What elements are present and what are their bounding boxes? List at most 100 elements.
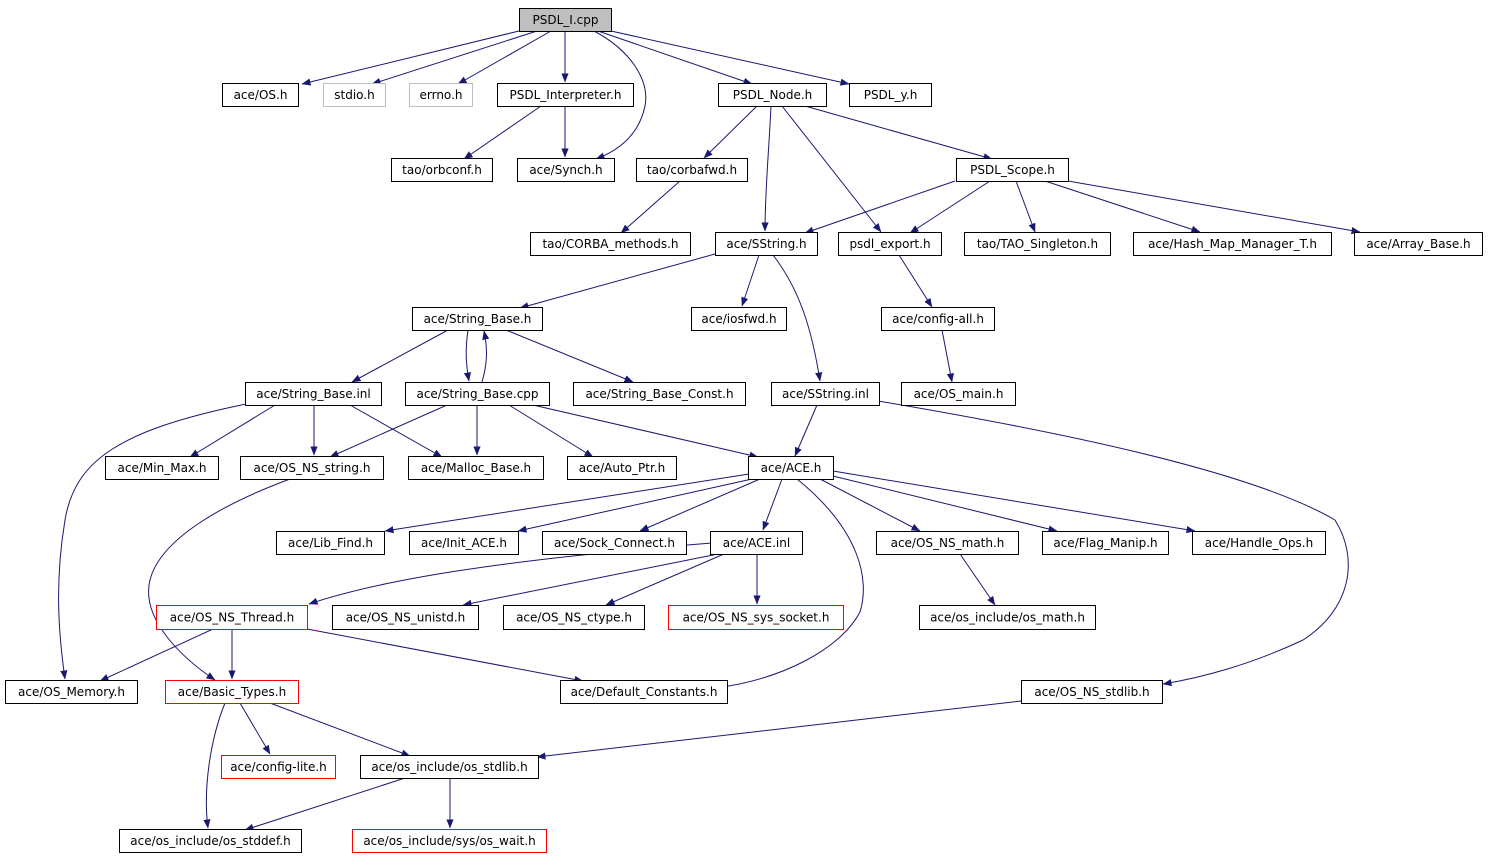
node-label: ace/Flag_Manip.h xyxy=(1053,536,1157,550)
node-label: ace/os_include/sys/os_wait.h xyxy=(363,834,535,848)
node-ace-malloc-base-h[interactable]: ace/Malloc_Base.h xyxy=(408,456,544,480)
node-ace-auto-ptr-h[interactable]: ace/Auto_Ptr.h xyxy=(567,456,677,480)
edge-ace_ace_inl-to-ace_os_ns_unistd_h xyxy=(462,553,719,607)
node-ace-hash-map-manager-t-h[interactable]: ace/Hash_Map_Manager_T.h xyxy=(1133,232,1332,256)
edge-ace_ace_h-to-ace_ace_inl xyxy=(762,478,783,531)
node-ace-os-ns-string-h[interactable]: ace/OS_NS_string.h xyxy=(240,456,384,480)
edge-psdl_scope_h-to-ace_array_base_h xyxy=(1067,180,1361,235)
node-ace-default-constants-h[interactable]: ace/Default_Constants.h xyxy=(560,680,728,704)
node-ace-string-base-cpp[interactable]: ace/String_Base.cpp xyxy=(405,382,550,406)
node-ace-os-ns-unistd-h[interactable]: ace/OS_NS_unistd.h xyxy=(332,605,479,630)
node-ace-os-memory-h[interactable]: ace/OS_Memory.h xyxy=(5,680,138,704)
node-label: ace/Basic_Types.h xyxy=(178,685,286,699)
edge-ace_sstring_h-to-ace_string_base_h xyxy=(519,253,716,310)
edge-ace_config_all_h-to-ace_os_main_h xyxy=(941,329,954,383)
node-tao-corbafwd-h[interactable]: tao/corbafwd.h xyxy=(636,158,748,182)
node-ace-flag-manip-h[interactable]: ace/Flag_Manip.h xyxy=(1042,531,1169,555)
node-ace-array-base-h[interactable]: ace/Array_Base.h xyxy=(1354,232,1483,256)
node-ace-min-max-h[interactable]: ace/Min_Max.h xyxy=(105,456,219,480)
node-ace-iosfwd-h[interactable]: ace/iosfwd.h xyxy=(691,307,787,331)
node-ace-os-ns-ctype-h[interactable]: ace/OS_NS_ctype.h xyxy=(503,605,645,630)
node-box xyxy=(412,307,543,331)
node-tao-orbconf-h[interactable]: tao/orbconf.h xyxy=(391,158,493,182)
node-label: ace/OS_Memory.h xyxy=(18,685,125,699)
edge-ace_basic_types_h-to-ace_config_lite_h xyxy=(239,702,271,755)
node-label: psdl_export.h xyxy=(849,237,930,251)
node-ace-os-include-os-stdlib-h[interactable]: ace/os_include/os_stdlib.h xyxy=(360,755,539,779)
node-box xyxy=(573,382,746,406)
node-box xyxy=(1133,232,1332,256)
node-ace-sock-connect-h[interactable]: ace/Sock_Connect.h xyxy=(542,531,687,555)
node-box xyxy=(849,83,932,107)
edge-ace_basic_types_h-to-ace_os_include_os_stdlib_h xyxy=(269,702,411,757)
node-ace-config-lite-h[interactable]: ace/config-lite.h xyxy=(221,755,336,779)
node-ace-os-include-os-stddef-h[interactable]: ace/os_include/os_stddef.h xyxy=(119,829,302,853)
edge-psdl_node_h-to-ace_sstring_h xyxy=(761,105,772,232)
node-psdl-y-h[interactable]: PSDL_y.h xyxy=(849,83,932,107)
node-psdl-export-h[interactable]: psdl_export.h xyxy=(838,232,942,256)
node-label: ace/SString.h xyxy=(726,237,806,251)
node-tao-tao-singleton-h[interactable]: tao/TAO_Singleton.h xyxy=(964,232,1111,256)
node-label: ace/OS_NS_math.h xyxy=(891,536,1005,550)
node-ace-string-base-h[interactable]: ace/String_Base.h xyxy=(412,307,543,331)
node-label: PSDL_Scope.h xyxy=(970,163,1055,177)
edge-psdl_scope_h-to-ace_hash_map_manager_t_h xyxy=(1044,180,1201,233)
edge-psdl_scope_h-to-tao_tao_singleton_h xyxy=(1015,180,1036,233)
node-ace-ace-inl[interactable]: ace/ACE.inl xyxy=(710,531,803,555)
edge-ace_os_ns_stdlib_h-to-ace_os_include_os_stdlib_h xyxy=(536,700,1022,760)
node-box xyxy=(360,755,539,779)
node-ace-os-ns-sys-socket-h[interactable]: ace/OS_NS_sys_socket.h xyxy=(668,605,844,630)
node-ace-sstring-h[interactable]: ace/SString.h xyxy=(715,232,818,256)
node-tao-corba-methods-h[interactable]: tao/CORBA_methods.h xyxy=(530,232,691,256)
node-ace-config-all-h[interactable]: ace/config-all.h xyxy=(881,307,995,331)
edges-layer xyxy=(58,30,1361,831)
node-ace-os-include-os-math-h[interactable]: ace/os_include/os_math.h xyxy=(919,605,1096,630)
node-ace-ace-h[interactable]: ace/ACE.h xyxy=(748,456,834,480)
node-errno-h[interactable]: errno.h xyxy=(409,83,473,107)
edge-psdl_i_cpp-to-psdl_y_h xyxy=(610,30,850,86)
node-stdio-h[interactable]: stdio.h xyxy=(323,83,386,107)
node-label: ace/os_include/os_stddef.h xyxy=(130,834,290,848)
node-ace-os-ns-stdlib-h[interactable]: ace/OS_NS_stdlib.h xyxy=(1021,680,1163,704)
node-box xyxy=(503,605,645,630)
node-label: ace/OS_NS_unistd.h xyxy=(346,611,466,625)
node-box xyxy=(323,83,386,107)
node-psdl-scope-h[interactable]: PSDL_Scope.h xyxy=(956,158,1069,182)
node-box xyxy=(691,307,787,331)
node-ace-string-base-inl[interactable]: ace/String_Base.inl xyxy=(245,382,382,406)
node-box xyxy=(1192,531,1326,555)
node-label: ace/String_Base.h xyxy=(424,312,532,326)
edge-ace_string_base_cpp-to-ace_string_base_h xyxy=(481,330,490,383)
node-box xyxy=(222,83,299,107)
node-label: ace/OS_NS_string.h xyxy=(254,461,371,475)
edge-ace_ace_h-to-ace_sock_connect_h xyxy=(639,478,761,532)
node-ace-init-ace-h[interactable]: ace/Init_ACE.h xyxy=(409,531,519,555)
node-box xyxy=(919,605,1096,630)
node-label: ace/os_include/os_math.h xyxy=(930,611,1085,625)
node-psdl-interpreter-h[interactable]: PSDL_Interpreter.h xyxy=(497,83,634,107)
node-ace-os-h[interactable]: ace/OS.h xyxy=(222,83,299,107)
node-label: ace/OS_NS_ctype.h xyxy=(516,611,632,625)
node-ace-synch-h[interactable]: ace/Synch.h xyxy=(517,158,615,182)
edge-ace_os_ns_thread_h-to-ace_default_constants_h xyxy=(306,628,584,683)
node-label: ace/Hash_Map_Manager_T.h xyxy=(1148,237,1317,251)
node-ace-sstring-inl[interactable]: ace/SString.inl xyxy=(771,382,880,406)
node-ace-os-ns-thread-h[interactable]: ace/OS_NS_Thread.h xyxy=(156,605,308,630)
edge-ace_ace_h-to-ace_os_ns_math_h xyxy=(819,478,921,532)
node-ace-handle-ops-h[interactable]: ace/Handle_Ops.h xyxy=(1192,531,1326,555)
node-ace-os-ns-math-h[interactable]: ace/OS_NS_math.h xyxy=(876,531,1019,555)
node-ace-os-include-sys-os-wait-h[interactable]: ace/os_include/sys/os_wait.h xyxy=(352,829,547,853)
node-ace-basic-types-h[interactable]: ace/Basic_Types.h xyxy=(165,680,299,704)
node-psdl-node-h[interactable]: PSDL_Node.h xyxy=(718,83,827,107)
node-box xyxy=(715,232,818,256)
node-box xyxy=(519,8,612,32)
node-label: ace/ACE.h xyxy=(761,461,822,475)
node-ace-string-base-const-h[interactable]: ace/String_Base_Const.h xyxy=(573,382,746,406)
edge-ace_os_ns_thread_h-to-ace_os_memory_h xyxy=(99,628,214,682)
node-box xyxy=(119,829,302,853)
node-ace-os-main-h[interactable]: ace/OS_main.h xyxy=(901,382,1016,406)
edge-ace_string_base_cpp-to-ace_os_ns_string_h xyxy=(329,404,448,458)
node-label: ace/os_include/os_stdlib.h xyxy=(371,760,527,774)
node-label: PSDL_Interpreter.h xyxy=(510,88,622,102)
node-ace-lib-find-h[interactable]: ace/Lib_Find.h xyxy=(276,531,385,555)
